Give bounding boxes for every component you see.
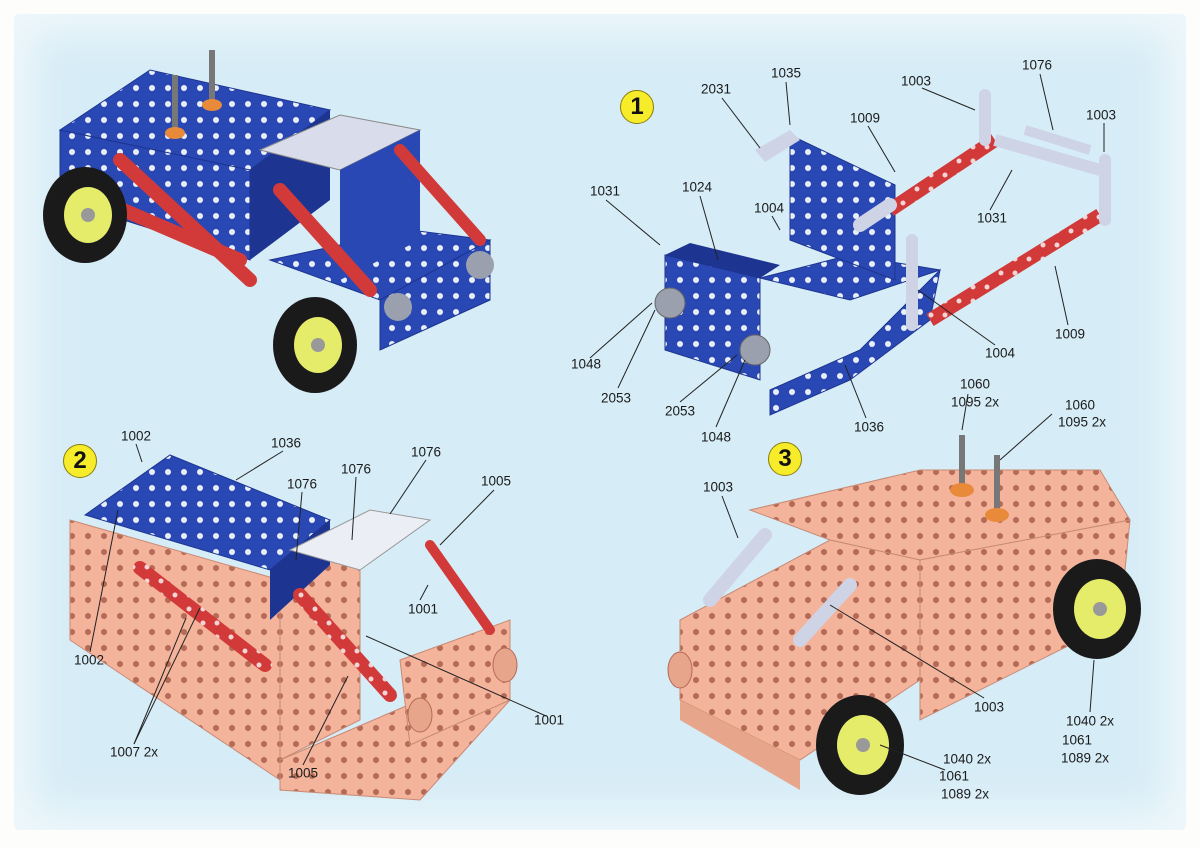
part-label: 2031 bbox=[700, 81, 732, 97]
step-2-badge: 2 bbox=[63, 444, 97, 478]
part-label: 1076 bbox=[410, 444, 442, 460]
part-label: 1001 bbox=[533, 712, 565, 728]
part-label: 1001 bbox=[407, 601, 439, 617]
part-label: 1002 bbox=[120, 428, 152, 444]
part-label: 2053 bbox=[600, 390, 632, 406]
step-2-illustration bbox=[69, 454, 518, 801]
part-label: 1048 bbox=[570, 356, 602, 372]
part-label: 1009 bbox=[849, 110, 881, 126]
finished-model bbox=[43, 50, 494, 393]
part-label: 1089 2x bbox=[1060, 750, 1110, 766]
part-label: 1061 bbox=[938, 768, 970, 784]
step-3-badge: 3 bbox=[768, 442, 802, 476]
part-label: 1040 2x bbox=[942, 751, 992, 767]
part-label: 1061 bbox=[1061, 732, 1093, 748]
part-label: 1024 bbox=[681, 179, 713, 195]
part-label: 1076 bbox=[286, 476, 318, 492]
part-label: 1005 bbox=[480, 473, 512, 489]
part-label: 1031 bbox=[589, 183, 621, 199]
part-label: 1035 bbox=[770, 65, 802, 81]
part-label: 1076 bbox=[1021, 57, 1053, 73]
part-label: 1036 bbox=[270, 435, 302, 451]
part-label: 1036 bbox=[853, 419, 885, 435]
part-label: 1003 bbox=[702, 479, 734, 495]
part-label: 1003 bbox=[1085, 107, 1117, 123]
part-label: 1095 2x bbox=[1057, 414, 1107, 430]
part-label: 1040 2x bbox=[1065, 713, 1115, 729]
part-label: 2053 bbox=[664, 403, 696, 419]
part-label: 1009 bbox=[1054, 326, 1086, 342]
part-label: 1003 bbox=[900, 73, 932, 89]
part-label: 1048 bbox=[700, 429, 732, 445]
part-label: 1002 bbox=[73, 652, 105, 668]
part-label: 1095 2x bbox=[950, 394, 1000, 410]
part-label: 1004 bbox=[753, 200, 785, 216]
step-1-illustration bbox=[654, 89, 1111, 416]
part-label: 1031 bbox=[976, 210, 1008, 226]
part-label: 1004 bbox=[984, 345, 1016, 361]
part-label: 1007 2x bbox=[109, 744, 159, 760]
leader-lines bbox=[89, 73, 1105, 771]
part-label: 1060 bbox=[1064, 397, 1096, 413]
step-1-badge: 1 bbox=[620, 90, 654, 124]
step-3-illustration bbox=[667, 435, 1141, 795]
part-label: 1005 bbox=[287, 765, 319, 781]
part-label: 1076 bbox=[340, 461, 372, 477]
part-label: 1003 bbox=[973, 699, 1005, 715]
part-label: 1089 2x bbox=[940, 786, 990, 802]
part-label: 1060 bbox=[959, 376, 991, 392]
